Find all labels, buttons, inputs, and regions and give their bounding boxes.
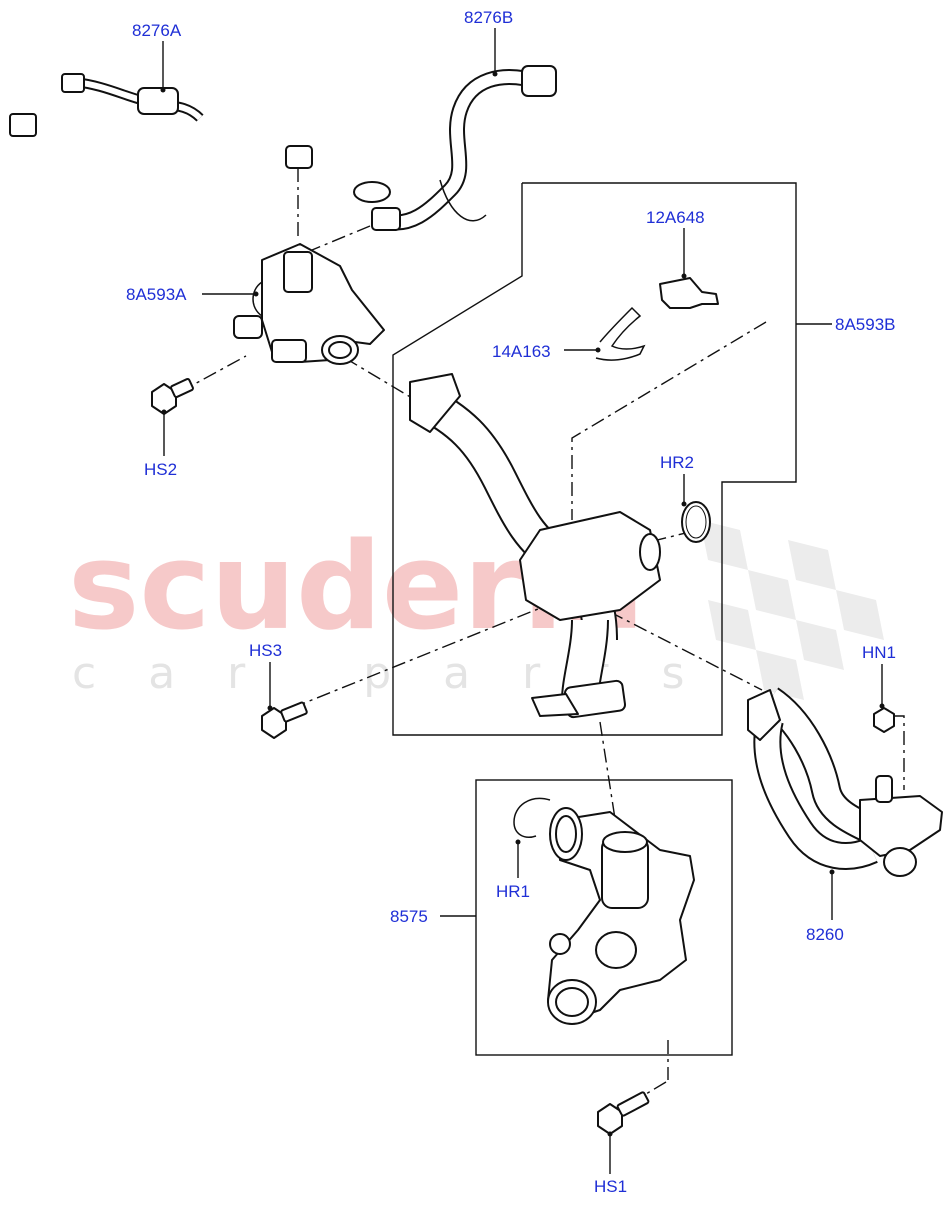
label-hs1[interactable]: HS1 <box>594 1177 627 1196</box>
label-8a593b[interactable]: 8A593B <box>835 315 896 334</box>
label-8575[interactable]: 8575 <box>390 907 428 926</box>
leader-dots <box>160 71 885 1137</box>
clip-14a163 <box>595 306 646 361</box>
label-hr1[interactable]: HR1 <box>496 882 530 901</box>
label-8276a[interactable]: 8276A <box>132 21 182 40</box>
bolt-hs2 <box>151 377 194 415</box>
label-hs3[interactable]: HS3 <box>249 641 282 660</box>
oring-hr1 <box>513 797 551 838</box>
hose-8260 <box>747 687 943 877</box>
label-hr2[interactable]: HR2 <box>660 453 694 472</box>
watermark-sub-text: car parts <box>72 648 736 699</box>
hose-8a593b <box>409 373 661 719</box>
label-8276b[interactable]: 8276B <box>464 8 513 27</box>
label-8a593a[interactable]: 8A593A <box>126 285 187 304</box>
oring-hr2 <box>681 501 711 543</box>
label-hs2[interactable]: HS2 <box>144 460 177 479</box>
label-hn1[interactable]: HN1 <box>862 643 896 662</box>
thermostat-8575 <box>547 807 695 1025</box>
housing-8a593a <box>233 243 385 365</box>
bolt-hs3 <box>261 701 308 739</box>
watermark: scuderia car parts <box>68 518 884 700</box>
label-8260[interactable]: 8260 <box>806 925 844 944</box>
hose-8276b <box>353 65 557 231</box>
leader-lines <box>162 28 883 1174</box>
group-bracket-8a593b <box>392 182 797 736</box>
hose-8276a <box>9 73 313 169</box>
group-bracket-8575 <box>475 779 733 1056</box>
checkered-flag-watermark <box>700 520 884 700</box>
label-12a648[interactable]: 12A648 <box>646 208 705 227</box>
sensor-12a648 <box>659 277 719 309</box>
bolt-hs1 <box>597 1091 650 1135</box>
part-labels: 8276A 8276B 12A648 8A593A 8A593B 14A163 … <box>126 8 896 1196</box>
label-14a163[interactable]: 14A163 <box>492 342 551 361</box>
